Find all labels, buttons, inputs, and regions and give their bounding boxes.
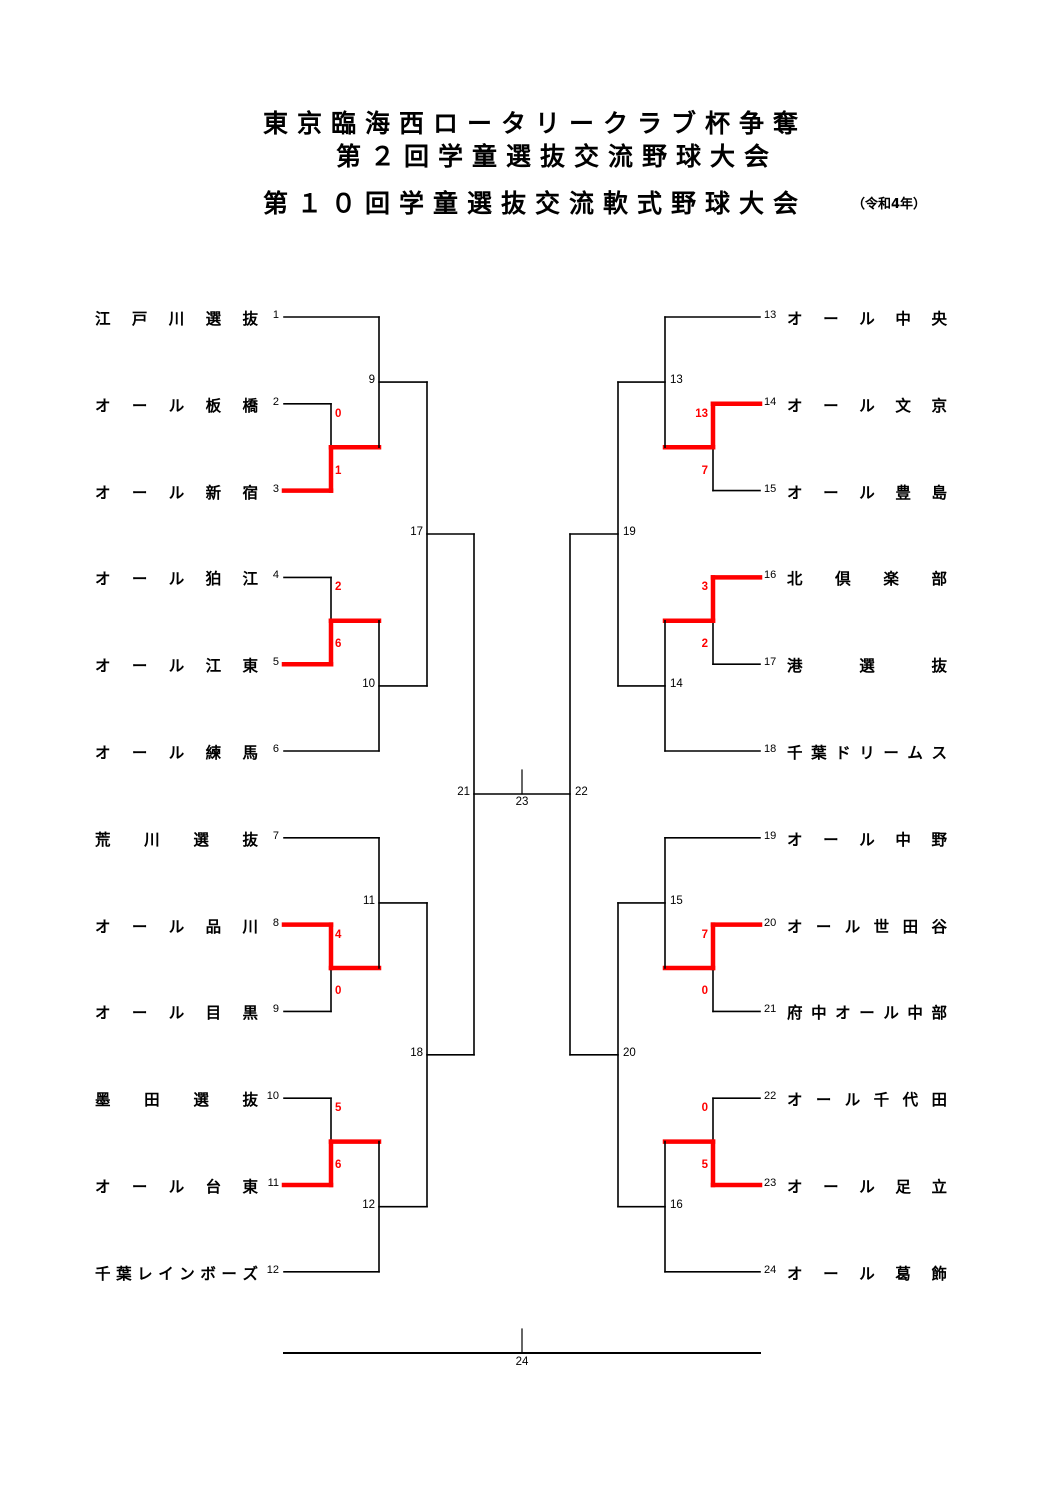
team-name-right: オール中央 (787, 310, 947, 328)
match-number: 15 (670, 894, 683, 907)
seed-number: 8 (272, 916, 279, 929)
team-name-right: 北倶楽部 (787, 570, 947, 589)
score-label: 2 (335, 581, 342, 594)
seed-number: 19 (764, 829, 777, 842)
score-label: 7 (701, 928, 708, 941)
score-label: 5 (701, 1159, 708, 1171)
score-label: 6 (335, 1159, 342, 1171)
match-number: 13 (670, 374, 683, 387)
seed-number: 23 (764, 1177, 777, 1189)
team-name-left: オール品川 (95, 917, 258, 936)
score-label: 3 (701, 581, 708, 594)
team-name-right: 港選抜 (787, 657, 947, 676)
title-line-2: 第２回学童選抜交流野球大会 (336, 142, 779, 171)
match-number: 11 (363, 894, 375, 907)
score-label: 0 (335, 985, 342, 998)
match-number: 18 (410, 1046, 423, 1059)
score-label: 4 (335, 928, 342, 941)
seed-number: 4 (272, 569, 279, 582)
seed-number: 15 (764, 482, 777, 495)
team-name-left: オール目黒 (95, 1004, 258, 1023)
score-label: 6 (335, 638, 342, 651)
team-name-right: オール中野 (787, 830, 947, 849)
score-label: 13 (695, 407, 708, 420)
seed-number: 10 (266, 1090, 279, 1103)
team-name-left: オール新宿 (95, 483, 258, 502)
match-number: 19 (623, 526, 636, 538)
match-number: 14 (670, 677, 683, 690)
team-name-left: 千葉レインボーズ (95, 1264, 258, 1283)
seed-number: 14 (764, 395, 777, 408)
seed-number: 7 (272, 829, 279, 842)
score-label: 2 (701, 638, 708, 651)
team-name-right: オール足立 (787, 1178, 947, 1196)
seed-number: 12 (266, 1263, 279, 1276)
team-name-right: 千葉ドリームス (787, 744, 947, 762)
seed-number: 13 (764, 309, 777, 321)
team-name-left: 墨田選抜 (95, 1091, 258, 1110)
seed-number: 6 (272, 743, 279, 755)
title-line-3: 第１０回学童選抜交流軟式野球大会 (263, 189, 808, 218)
team-name-left: オール練馬 (95, 744, 258, 762)
team-name-right: 府中オール中部 (787, 1004, 947, 1023)
score-label: 0 (335, 407, 342, 420)
seed-number: 5 (272, 656, 279, 669)
match-number: 23 (515, 796, 529, 808)
match-number: 12 (362, 1198, 375, 1211)
team-name-left: オール狛江 (95, 570, 258, 589)
seed-number: 3 (272, 482, 279, 495)
score-label: 0 (701, 1102, 708, 1115)
seed-number: 1 (272, 309, 279, 321)
seed-number: 21 (764, 1003, 777, 1016)
team-name-right: オール文京 (787, 396, 947, 415)
seed-number: 9 (272, 1003, 279, 1016)
match-number: 22 (575, 786, 588, 798)
match-number: 10 (362, 677, 375, 690)
match-number: 20 (623, 1046, 636, 1059)
team-name-left: オール台東 (95, 1178, 258, 1196)
match-number: 21 (457, 786, 470, 798)
seed-number: 20 (764, 916, 777, 929)
seed-number: 18 (764, 743, 777, 755)
team-name-left: オール江東 (95, 657, 258, 676)
team-name-right: オール豊島 (787, 483, 947, 502)
match-number: 9 (368, 374, 375, 387)
seed-number: 24 (764, 1263, 777, 1276)
seed-number: 2 (272, 395, 279, 408)
match-number: 17 (410, 526, 423, 538)
score-label: 5 (335, 1102, 342, 1115)
match-number: 16 (670, 1198, 683, 1211)
score-label: 0 (701, 985, 708, 998)
seed-number: 16 (764, 569, 777, 582)
seed-number: 22 (764, 1090, 777, 1103)
seed-number: 17 (764, 656, 777, 669)
team-name-left: オール板橋 (95, 396, 258, 415)
team-name-right: オール葛飾 (787, 1264, 947, 1283)
score-label: 7 (701, 464, 708, 477)
match-number: 24 (515, 1356, 529, 1368)
title-line-1: 東京臨海西ロータリークラブ杯争奪 (263, 109, 808, 138)
team-name-left: 荒川選抜 (95, 830, 258, 849)
team-name-right: オール世田谷 (787, 917, 947, 936)
team-name-right: オール千代田 (787, 1091, 947, 1110)
score-label: 1 (335, 464, 342, 477)
team-name-left: 江戸川選抜 (95, 310, 258, 328)
seed-number: 11 (267, 1177, 279, 1189)
year-label: （令和4年） (852, 197, 927, 212)
